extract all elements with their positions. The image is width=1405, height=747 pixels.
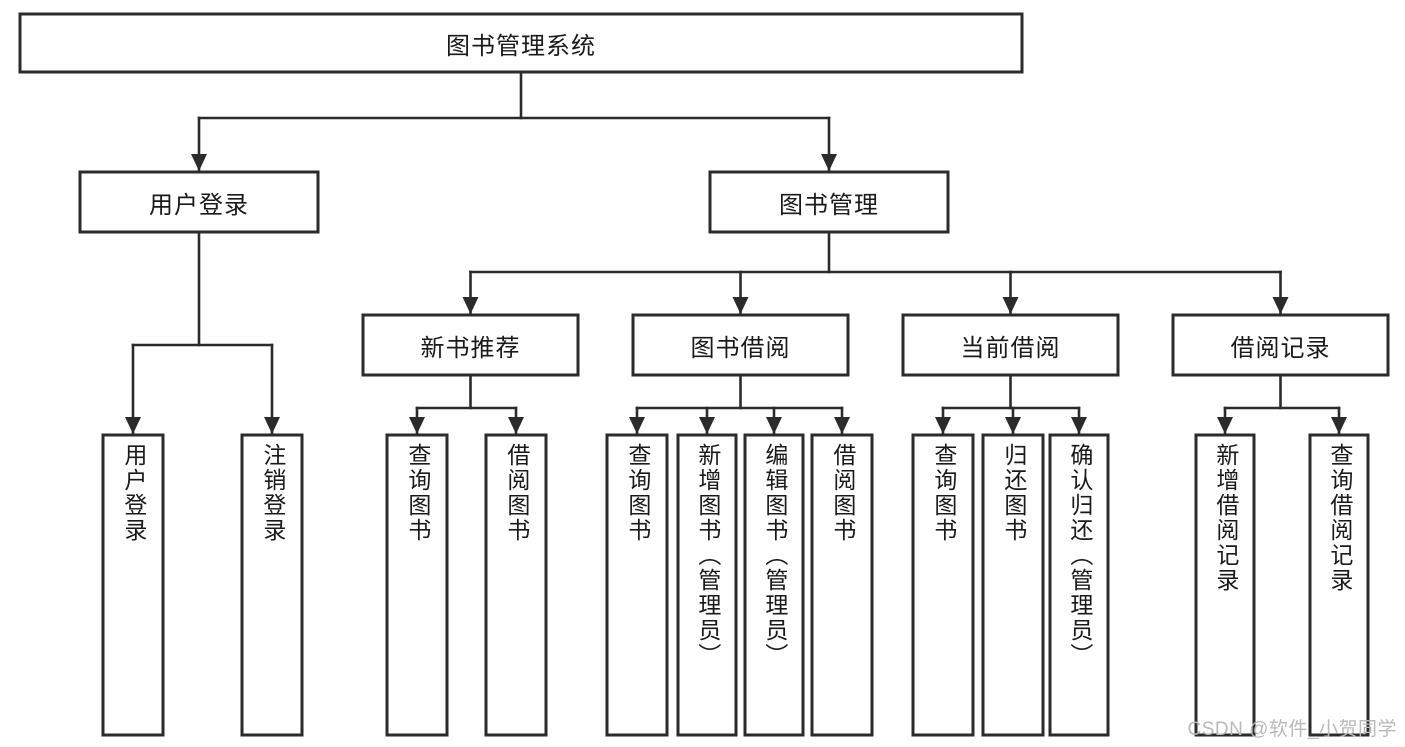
boxes-layer (18, 12, 1390, 737)
leaf-node-box[interactable] (605, 433, 669, 737)
leaf-node-box[interactable] (1308, 433, 1370, 737)
leaf-node-box[interactable] (911, 433, 975, 737)
arrow-head-icon (732, 297, 749, 314)
level2-node-box[interactable] (78, 170, 320, 234)
arrow-head-icon (821, 154, 837, 171)
level2-node-box[interactable] (708, 170, 950, 234)
arrow-head-icon (1071, 417, 1087, 434)
arrow-head-icon (1005, 417, 1021, 434)
arrow-head-icon (629, 417, 645, 434)
leaf-node-box[interactable] (743, 433, 805, 737)
root-node-box[interactable] (18, 12, 1024, 74)
leaf-node-box[interactable] (676, 433, 738, 737)
arrow-head-icon (1217, 417, 1233, 434)
level3-node-box[interactable] (1171, 313, 1390, 377)
leaf-node-box[interactable] (484, 433, 548, 737)
arrow-head-icon (699, 417, 715, 434)
arrow-head-icon (834, 417, 850, 434)
level3-node-box[interactable] (631, 313, 850, 377)
leaf-node-box[interactable] (1048, 433, 1110, 737)
arrow-head-icon (264, 417, 280, 434)
leaf-node-box[interactable] (240, 433, 304, 737)
leaf-node-box[interactable] (101, 433, 165, 737)
leaf-node-box[interactable] (385, 433, 449, 737)
arrow-head-icon (935, 417, 951, 434)
leaf-node-box[interactable] (1194, 433, 1256, 737)
arrow-head-icon (1002, 297, 1019, 314)
arrow-head-icon (125, 417, 141, 434)
arrow-head-icon (1272, 297, 1289, 314)
arrow-head-icon (409, 417, 425, 434)
level3-node-box[interactable] (361, 313, 580, 377)
arrow-head-icon (191, 154, 207, 171)
arrow-head-icon (1331, 417, 1347, 434)
arrow-head-icon (462, 297, 479, 314)
connectors-layer (125, 70, 1347, 436)
leaf-node-box[interactable] (810, 433, 874, 737)
arrow-head-icon (766, 417, 782, 434)
level3-node-box[interactable] (901, 313, 1120, 377)
arrow-head-icon (508, 417, 524, 434)
leaf-node-box[interactable] (981, 433, 1045, 737)
